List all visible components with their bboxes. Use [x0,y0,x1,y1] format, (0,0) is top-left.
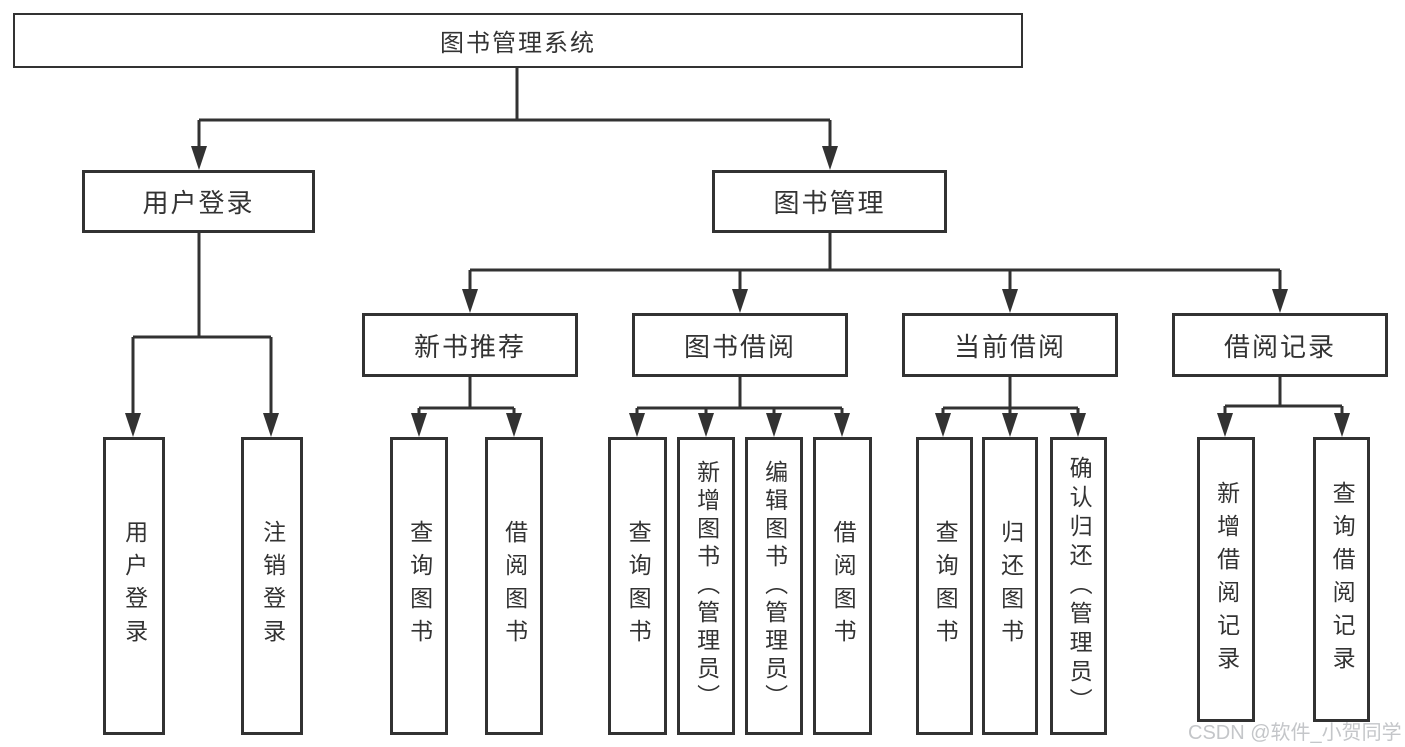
leaf-borrowing-edit-books-admin-label: 编辑图书（管理员） [761,460,788,712]
csdn-watermark: CSDN @软件_小贺同学 [1188,722,1402,744]
leaf-records-add-borrow-record: 新增借阅记录 [1197,437,1255,722]
leaf-newbooks-query-books-label: 查询图书 [406,520,433,652]
leaf-records-query-borrow-record-label: 查询借阅记录 [1329,480,1356,679]
leaf-newbooks-borrow-books: 借阅图书 [485,437,543,735]
node-current-borrowing: 当前借阅 [902,313,1118,377]
node-book-management-system: 图书管理系统 [13,13,1023,68]
leaf-borrowing-edit-books-admin: 编辑图书（管理员） [745,437,803,735]
leaf-user-login-label: 用户登录 [121,520,148,652]
node-book-borrowing: 图书借阅 [632,313,848,377]
leaf-current-return-books: 归还图书 [982,437,1038,735]
leaf-current-confirm-return-admin: 确认归还（管理员） [1050,437,1107,735]
leaf-records-query-borrow-record: 查询借阅记录 [1313,437,1370,722]
leaf-borrowing-borrow-books: 借阅图书 [813,437,872,735]
leaf-borrowing-query-books-label: 查询图书 [625,520,652,652]
leaf-logout-label: 注销登录 [259,520,286,652]
leaf-current-query-books-label: 查询图书 [932,520,959,652]
node-user-login: 用户登录 [82,170,315,233]
node-borrowing-records: 借阅记录 [1172,313,1388,377]
node-new-book-recommendation: 新书推荐 [362,313,578,377]
leaf-current-return-books-label: 归还图书 [997,520,1024,652]
leaf-current-query-books: 查询图书 [916,437,973,735]
leaf-newbooks-query-books: 查询图书 [390,437,448,735]
leaf-user-login: 用户登录 [103,437,165,735]
node-book-management: 图书管理 [712,170,947,233]
leaf-borrowing-borrow-books-label: 借阅图书 [830,520,857,652]
leaf-borrowing-add-books-admin: 新增图书（管理员） [677,437,735,735]
leaf-borrowing-query-books: 查询图书 [608,437,667,735]
leaf-newbooks-borrow-books-label: 借阅图书 [501,520,528,652]
leaf-borrowing-add-books-admin-label: 新增图书（管理员） [693,460,720,712]
leaf-current-confirm-return-admin-label: 确认归还（管理员） [1066,455,1093,717]
leaf-logout: 注销登录 [241,437,303,735]
leaf-records-add-borrow-record-label: 新增借阅记录 [1213,480,1240,679]
